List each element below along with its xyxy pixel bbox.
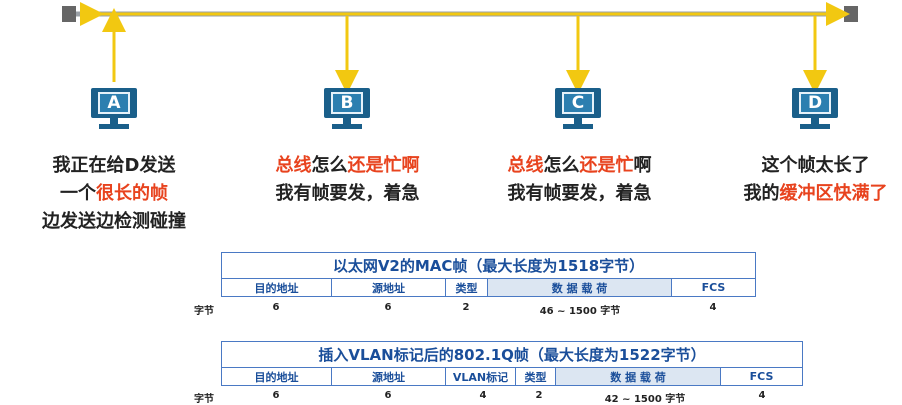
caption-text: 边发送边检测碰撞 xyxy=(42,211,186,232)
field-src: 源地址 xyxy=(331,278,446,297)
frame-q-table: 插入VLAN标记后的802.1Q帧（最大长度为1522字节） 目的地址 源地址 … xyxy=(220,341,804,386)
field-dest: 目的地址 xyxy=(221,278,332,297)
caption-text: 这个帧太长了 xyxy=(761,155,870,176)
caption-text: 我的 xyxy=(743,183,780,204)
highlight-text: 很长的帧 xyxy=(96,183,168,204)
bytes-label: 字节 xyxy=(194,306,214,317)
caption-text: 我有帧要发，着急 xyxy=(275,183,420,204)
field-dest: 目的地址 xyxy=(221,367,332,386)
caption-line: 我有帧要发，着急 xyxy=(250,180,445,208)
host-a: A xyxy=(91,88,137,132)
host-b: B xyxy=(324,88,370,132)
caption-text: 怎么 xyxy=(543,155,580,176)
field-payload: 数 据 载 荷 xyxy=(555,367,721,386)
field-type: 类型 xyxy=(515,367,556,386)
field-type: 类型 xyxy=(445,278,488,297)
bus-terminator-left xyxy=(62,6,76,22)
highlight-text: 还是忙 xyxy=(579,155,634,176)
frame-v2-title: 以太网V2的MAC帧（最大长度为1518字节） xyxy=(221,252,756,279)
caption-line: 这个帧太长了 xyxy=(718,152,902,180)
caption-line: 边发送边检测碰撞 xyxy=(20,208,208,236)
frame-q-bytes: 字节 6 6 4 2 42 ~ 1500 字节 4 xyxy=(194,390,766,405)
frame-q-title: 插入VLAN标记后的802.1Q帧（最大长度为1522字节） xyxy=(220,341,804,368)
caption-line: 一个很长的帧 xyxy=(20,180,208,208)
caption-c: 总线怎么还是忙啊我有帧要发，着急 xyxy=(482,152,677,208)
caption-text: 我正在给D发送 xyxy=(52,155,176,176)
caption-a: 我正在给D发送一个很长的帧边发送边检测碰撞 xyxy=(20,152,208,236)
caption-line: 我的缓冲区快满了 xyxy=(718,180,902,208)
caption-line: 我正在给D发送 xyxy=(20,152,208,180)
field-payload: 数 据 载 荷 xyxy=(487,278,672,297)
caption-line: 总线怎么还是忙啊 xyxy=(482,152,677,180)
highlight-text: 缓冲区快满了 xyxy=(779,183,888,204)
caption-text: 怎么 xyxy=(311,155,348,176)
computer-icon: C xyxy=(555,88,601,118)
caption-d: 这个帧太长了我的缓冲区快满了 xyxy=(718,152,902,208)
computer-icon: D xyxy=(792,88,838,118)
computer-icon: A xyxy=(91,88,137,118)
highlight-text: 总线 xyxy=(275,155,312,176)
computer-icon: B xyxy=(324,88,370,118)
caption-text: 我有帧要发，着急 xyxy=(507,183,652,204)
host-d: D xyxy=(792,88,838,132)
frame-v2-table: 以太网V2的MAC帧（最大长度为1518字节） 目的地址 源地址 类型 数 据 … xyxy=(221,252,756,297)
bus-terminator-right xyxy=(844,6,858,22)
caption-line: 总线怎么还是忙啊 xyxy=(250,152,445,180)
field-fcs: FCS xyxy=(671,278,756,297)
field-fcs: FCS xyxy=(719,367,804,386)
caption-line: 我有帧要发，着急 xyxy=(482,180,677,208)
field-src: 源地址 xyxy=(331,367,446,386)
highlight-text: 还是忙啊 xyxy=(347,155,420,176)
frame-v2-bytes: 字节 6 6 2 46 ~ 1500 字节 4 xyxy=(194,302,717,317)
field-vlan: VLAN标记 xyxy=(445,367,516,386)
caption-text: 一个 xyxy=(60,183,96,204)
caption-b: 总线怎么还是忙啊我有帧要发，着急 xyxy=(250,152,445,208)
host-c: C xyxy=(555,88,601,132)
bytes-label: 字节 xyxy=(194,394,214,405)
highlight-text: 总线 xyxy=(507,155,544,176)
caption-text: 啊 xyxy=(633,155,652,176)
